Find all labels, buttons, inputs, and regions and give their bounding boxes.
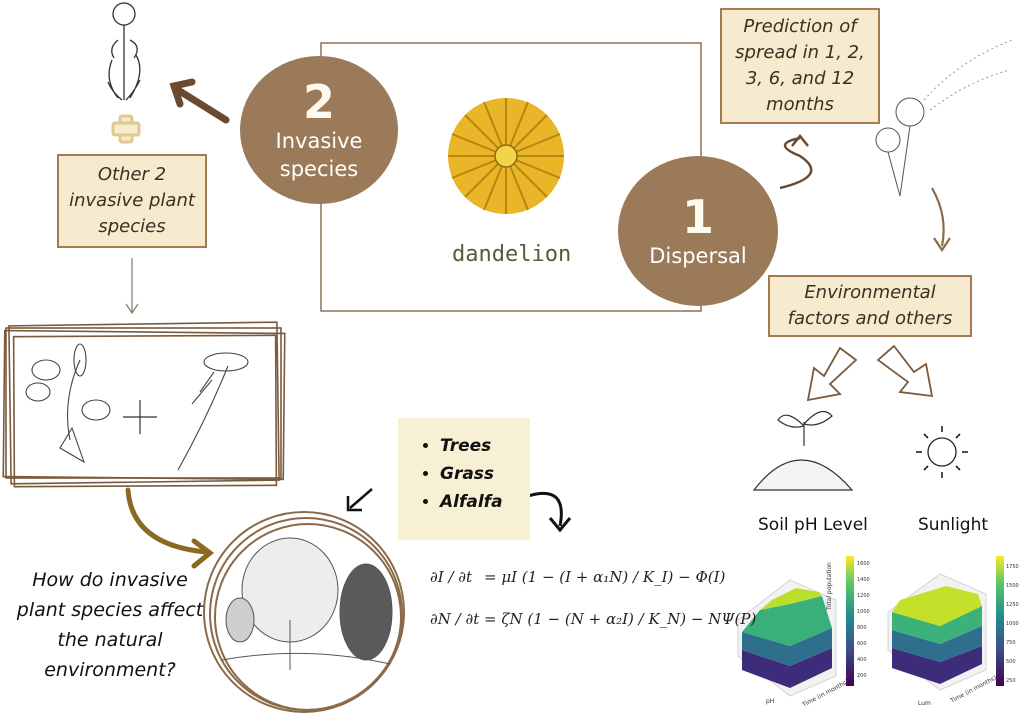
dandelion-plant-icon	[107, 2, 141, 101]
colorbar-tick: 1200	[857, 593, 870, 599]
plot-left-surface-mid	[742, 628, 832, 666]
colorbar-tick: 1000	[1006, 621, 1019, 627]
plant-sketch-left-icon	[25, 343, 111, 464]
soil-ph-label: Soil pH Level	[758, 515, 868, 535]
plot-right-surface-peak	[892, 586, 982, 626]
surface-plot-left	[737, 579, 837, 697]
equation-2-rhs: = ζN (1 − (N + α₂I) / K_N) − NΨ(P)	[484, 610, 757, 628]
dandelion-flower-icon	[448, 98, 564, 214]
research-question: How do invasive plant species affect the…	[16, 569, 204, 681]
colorbar-tick: 1000	[857, 609, 870, 615]
plot-left-zlabel: Total population	[826, 562, 833, 610]
plot-left-surface-peak	[760, 588, 822, 610]
plot-left-surface-low	[742, 648, 832, 688]
vegetation-item: Grass	[440, 460, 530, 488]
curl-arrow-icon	[779, 133, 813, 190]
plot-right-colorbar	[996, 556, 1004, 686]
colorbar-tick: 1250	[1006, 602, 1019, 608]
tree-circle-frame	[203, 511, 405, 713]
arrow-to-plant	[169, 78, 230, 124]
colorbar-tick: 600	[857, 641, 867, 647]
colorbar-tick: 200	[857, 673, 867, 679]
arrow-to-tree-circle	[346, 488, 373, 512]
colorbar-tick: 800	[857, 625, 867, 631]
plus-sign-sketch	[123, 400, 157, 434]
arrow-to-env	[931, 187, 951, 252]
plot-right-xlabel: Lum	[918, 700, 931, 707]
arrow-down-thin	[125, 258, 139, 315]
outline-arrow-right-icon	[876, 344, 934, 398]
colorbar-tick: 1400	[857, 577, 870, 583]
plot-left-xlabel: pH	[766, 698, 775, 705]
sunlight-label: Sunlight	[918, 515, 989, 535]
step-number-1: 1	[681, 190, 714, 244]
tree-sketch-icon	[221, 537, 393, 670]
colorbar-tick: 1500	[1006, 583, 1019, 589]
plot-right-surface-mid	[892, 626, 982, 662]
step-label-species: species	[279, 157, 359, 181]
step-label-invasive: Invasive	[275, 129, 363, 153]
step-number-2: 2	[302, 75, 335, 129]
note-other-species: Other 2 invasive plant species	[57, 154, 207, 248]
vegetation-list: Trees Grass Alfalfa	[398, 418, 530, 540]
equation-2-lhs: ∂N / ∂t	[430, 610, 480, 628]
note-environmental: Environmental factors and others	[768, 275, 972, 337]
step-dispersal[interactable]: 1 Dispersal	[618, 156, 778, 306]
equation-1-lhs: ∂I / ∂t	[430, 568, 473, 586]
plot-left-surface-high	[742, 596, 832, 646]
surface-plot-right	[887, 573, 987, 691]
step-invasive-species[interactable]: 2 Invasive species	[240, 56, 398, 204]
vegetation-item: Trees	[440, 432, 530, 460]
plot-right-surface-low	[892, 646, 982, 684]
arrow-curved-to-tree	[125, 487, 215, 569]
plot-right-colorbar-ticks: 1750 1500 1250 1000 750 500 250	[1006, 558, 1019, 691]
plot-right-surface-high	[892, 606, 982, 644]
colorbar-tick: 250	[1006, 678, 1016, 684]
colorbar-tick: 750	[1006, 640, 1016, 646]
colorbar-tick: 400	[857, 657, 867, 663]
step-label-dispersal: Dispersal	[649, 244, 747, 268]
sketch-frame	[2, 321, 286, 488]
plot-left-colorbar-ticks: 1600 1400 1200 1000 800 600 400 200	[857, 556, 870, 684]
colorbar-tick: 500	[1006, 659, 1016, 665]
arrow-to-equations	[527, 491, 572, 533]
soil-sprout-icon	[752, 410, 854, 491]
colorbar-tick: 1750	[1006, 564, 1019, 570]
dandelion-seed-icon	[875, 39, 1013, 197]
sun-icon	[916, 426, 968, 478]
dandelion-label: dandelion	[452, 242, 572, 267]
plot-left-colorbar	[846, 556, 854, 686]
equation-1-rhs: = μI (1 − (I + α₁N) / K_I) − Φ(I)	[484, 568, 726, 586]
colorbar-tick: 1600	[857, 561, 870, 567]
plus-icon	[111, 114, 141, 144]
outline-arrow-left-icon	[806, 346, 858, 402]
vegetation-item: Alfalfa	[440, 488, 530, 516]
plant-sketch-right-icon	[177, 352, 249, 471]
note-prediction: Prediction of spread in 1, 2, 3, 6, and …	[720, 8, 880, 124]
